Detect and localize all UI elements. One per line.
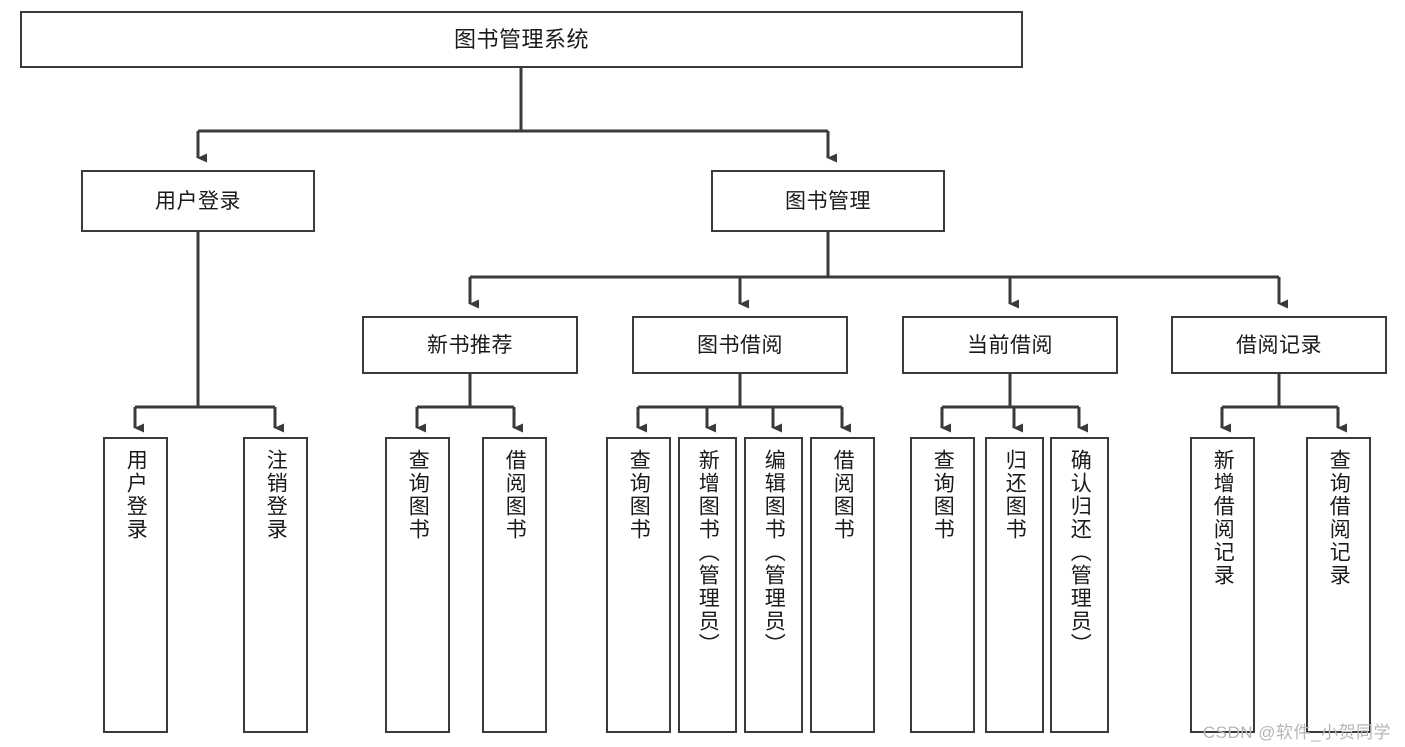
node-user-login-label: 用户登录 bbox=[155, 189, 241, 213]
node-root-label: 图书管理系统 bbox=[453, 26, 589, 52]
node-current-borrow-label: 当前借阅 bbox=[967, 333, 1053, 357]
node-leaf-confirm-return[interactable]: 确认归还（管理员） bbox=[1050, 437, 1109, 733]
node-leaf-confirm-return-label: 确认归还（管理员） bbox=[1068, 449, 1092, 656]
node-new-book-recommend[interactable]: 新书推荐 bbox=[362, 316, 578, 374]
node-leaf-add-book[interactable]: 新增图书（管理员） bbox=[678, 437, 737, 733]
node-leaf-borrow-book-1[interactable]: 借阅图书 bbox=[482, 437, 547, 733]
node-leaf-user-logout[interactable]: 注销登录 bbox=[243, 437, 308, 733]
node-book-manage[interactable]: 图书管理 bbox=[711, 170, 945, 232]
node-borrow-record[interactable]: 借阅记录 bbox=[1171, 316, 1387, 374]
node-leaf-query-book-2[interactable]: 查询图书 bbox=[606, 437, 671, 733]
node-borrow-record-label: 借阅记录 bbox=[1236, 333, 1322, 357]
node-book-borrow-label: 图书借阅 bbox=[697, 333, 783, 357]
node-leaf-add-book-label: 新增图书（管理员） bbox=[696, 449, 720, 656]
node-new-book-recommend-label: 新书推荐 bbox=[427, 333, 513, 357]
node-leaf-edit-book[interactable]: 编辑图书（管理员） bbox=[744, 437, 803, 733]
node-book-borrow[interactable]: 图书借阅 bbox=[632, 316, 848, 374]
node-current-borrow[interactable]: 当前借阅 bbox=[902, 316, 1118, 374]
node-leaf-user-login-label: 用户登录 bbox=[124, 449, 148, 541]
node-leaf-add-record[interactable]: 新增借阅记录 bbox=[1190, 437, 1255, 733]
node-leaf-query-book-2-label: 查询图书 bbox=[627, 449, 651, 541]
node-leaf-query-record-label: 查询借阅记录 bbox=[1327, 449, 1351, 587]
node-user-login[interactable]: 用户登录 bbox=[81, 170, 315, 232]
node-leaf-query-book-1[interactable]: 查询图书 bbox=[385, 437, 450, 733]
node-leaf-query-book-3[interactable]: 查询图书 bbox=[910, 437, 975, 733]
node-leaf-add-record-label: 新增借阅记录 bbox=[1211, 449, 1235, 587]
node-leaf-user-login[interactable]: 用户登录 bbox=[103, 437, 168, 733]
node-leaf-query-book-3-label: 查询图书 bbox=[931, 449, 955, 541]
csdn-watermark: CSDN @软件_小贺同学 bbox=[1202, 723, 1391, 742]
node-leaf-return-book-label: 归还图书 bbox=[1003, 449, 1027, 541]
node-leaf-borrow-book-2[interactable]: 借阅图书 bbox=[810, 437, 875, 733]
node-leaf-return-book[interactable]: 归还图书 bbox=[985, 437, 1044, 733]
node-book-manage-label: 图书管理 bbox=[785, 189, 871, 213]
node-leaf-user-logout-label: 注销登录 bbox=[264, 449, 288, 541]
node-leaf-query-record[interactable]: 查询借阅记录 bbox=[1306, 437, 1371, 733]
node-root[interactable]: 图书管理系统 bbox=[20, 11, 1023, 68]
node-leaf-borrow-book-1-label: 借阅图书 bbox=[503, 449, 527, 541]
node-leaf-edit-book-label: 编辑图书（管理员） bbox=[762, 449, 786, 656]
node-leaf-borrow-book-2-label: 借阅图书 bbox=[831, 449, 855, 541]
node-leaf-query-book-1-label: 查询图书 bbox=[406, 449, 430, 541]
